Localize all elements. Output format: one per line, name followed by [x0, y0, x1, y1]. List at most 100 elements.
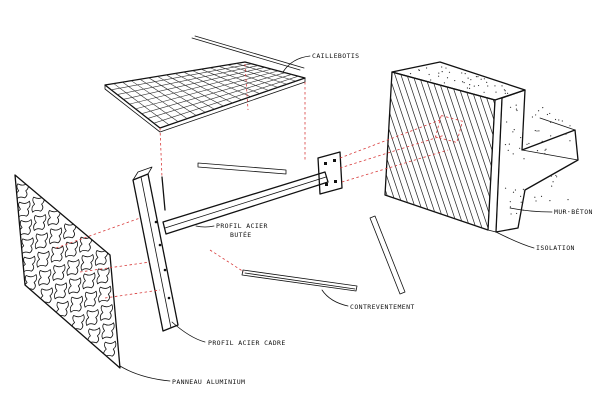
concrete-speck — [504, 143, 507, 146]
grating-bar — [201, 68, 260, 94]
concrete-speck — [544, 149, 546, 151]
concrete-speck — [551, 185, 553, 187]
concrete-speck — [538, 130, 540, 132]
panel-perforation — [87, 327, 101, 345]
concrete-speck — [535, 114, 537, 116]
concrete-speck — [418, 69, 420, 71]
panel-perforation — [24, 274, 38, 291]
concrete-speck — [475, 76, 478, 78]
aluminium-panel — [14, 174, 121, 369]
concrete-speck — [558, 119, 560, 121]
panel-perforation — [69, 295, 83, 313]
concrete-speck — [523, 190, 525, 192]
concrete-speck — [515, 108, 518, 110]
label-isolation: ISOLATION — [536, 244, 575, 252]
panel-perforation — [52, 264, 66, 281]
concrete-speck — [550, 121, 552, 123]
concrete-speck — [556, 176, 558, 178]
panel-perforation — [50, 245, 64, 263]
concrete-speck — [520, 136, 522, 139]
concrete-speck — [531, 116, 534, 118]
grating-bar — [157, 76, 215, 110]
concrete-speck — [494, 85, 496, 87]
concrete-speck — [537, 110, 540, 112]
concrete-speck — [510, 213, 512, 215]
panel-perforation — [84, 290, 98, 308]
panel-perforation — [68, 277, 82, 295]
concrete-speck — [461, 72, 463, 74]
grating-bar — [139, 78, 197, 116]
concrete-speck — [483, 91, 485, 93]
grating-bar — [135, 70, 279, 110]
grating-bar — [192, 70, 251, 98]
concrete-speck — [504, 187, 507, 189]
panel-perforation — [85, 309, 99, 326]
concrete-speck — [463, 81, 465, 84]
concrete-speck — [512, 153, 514, 155]
concrete-speck — [514, 189, 517, 191]
grating-bar — [117, 65, 259, 95]
concrete-speck — [441, 66, 443, 68]
panel-perforation — [22, 255, 36, 273]
grating-bar — [166, 74, 224, 107]
concrete-speck — [546, 113, 549, 116]
concrete-speck — [509, 206, 512, 208]
panel-perforation — [36, 250, 50, 268]
concrete-speck — [540, 195, 543, 197]
hatch-line — [437, 72, 495, 230]
label-profil-acier-bute: PROFIL ACIER — [216, 222, 268, 230]
panel-perforation — [34, 232, 48, 250]
panel-perforation — [66, 259, 80, 276]
panel-perforation — [54, 282, 68, 300]
hatch-line — [413, 72, 475, 230]
concrete-speck — [495, 91, 497, 93]
concrete-speck — [522, 188, 524, 190]
vertical-steel-profile — [132, 166, 179, 332]
concrete-speck — [516, 109, 518, 112]
concrete-speck — [515, 104, 517, 106]
concrete-speck — [507, 149, 509, 151]
concrete-speck — [477, 84, 480, 87]
concrete-speck — [569, 125, 571, 127]
hatch-line — [431, 72, 493, 230]
hatch-line — [425, 72, 487, 230]
concrete-speck — [430, 79, 432, 81]
hatch-line — [395, 72, 457, 230]
label-caillebotis: CAILLEBOTIS — [312, 52, 359, 60]
concrete-speck — [554, 118, 557, 121]
concrete-speck — [428, 73, 430, 76]
horizontal-steel-strut — [162, 151, 343, 235]
concrete-speck — [509, 106, 512, 108]
concrete-speck — [512, 131, 514, 133]
grating-bar — [113, 83, 170, 126]
concrete-speck — [504, 90, 506, 92]
concrete-wall — [384, 60, 579, 240]
grating-panel — [104, 35, 306, 133]
concrete-speck — [528, 142, 530, 145]
concrete-speck — [522, 130, 524, 132]
concrete-speck — [567, 199, 569, 201]
grating-bar — [131, 80, 188, 119]
concrete-speck — [534, 129, 536, 132]
grating-bar — [122, 81, 179, 122]
panel-perforation — [33, 214, 47, 231]
concrete-speck — [506, 92, 509, 94]
concrete-speck — [454, 79, 456, 82]
hatch-line — [498, 60, 558, 240]
grating-bar — [236, 63, 297, 82]
grating-bar — [111, 63, 252, 91]
grating-bar — [174, 73, 233, 104]
panel-perforation — [71, 314, 85, 331]
hatch-line — [401, 72, 463, 230]
panel-perforation — [49, 227, 63, 245]
concrete-speck — [536, 130, 538, 132]
concrete-speck — [535, 200, 537, 202]
concrete-speck — [480, 78, 482, 80]
panel-perforation — [20, 237, 34, 255]
concrete-speck — [446, 77, 449, 79]
hatch-line — [407, 72, 469, 230]
panel-perforation — [101, 322, 115, 340]
concrete-speck — [506, 121, 508, 123]
projection-lines — [55, 63, 463, 299]
concrete-speck — [536, 150, 539, 152]
